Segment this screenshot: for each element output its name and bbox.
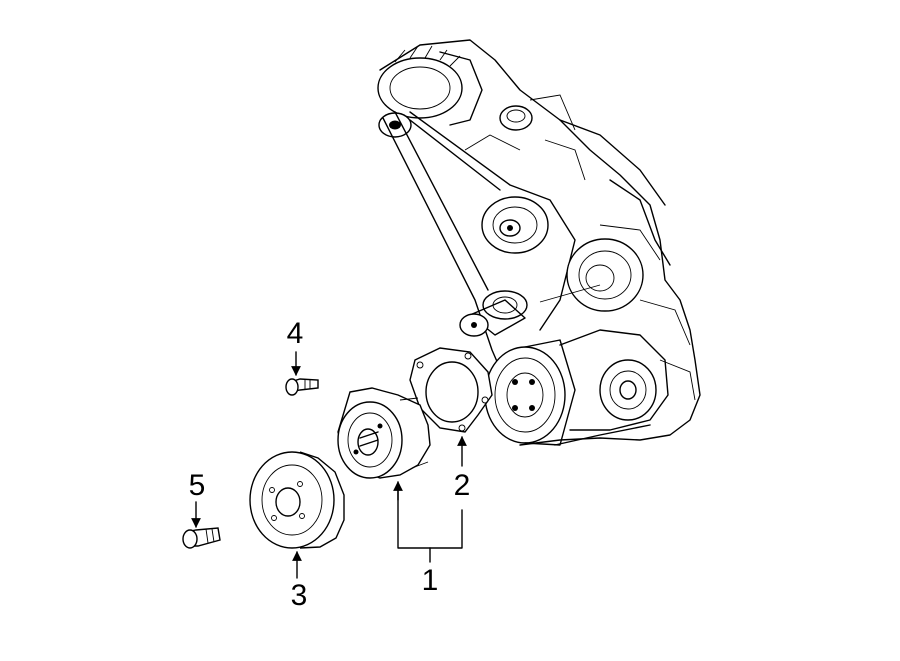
- engine-assembly: [377, 39, 701, 446]
- leader-lines: [191, 351, 467, 579]
- water-pump-gasket: [409, 347, 493, 433]
- callout-2: 2: [454, 469, 471, 502]
- pulley-bolt: [182, 527, 221, 549]
- water-pump-pulley: [249, 451, 345, 549]
- callout-3: 3: [291, 579, 308, 612]
- pump-bolt: [285, 378, 319, 396]
- callout-labels: 1 2 3 4 5: [189, 317, 471, 612]
- callout-5: 5: [189, 469, 206, 502]
- callout-4: 4: [287, 317, 304, 350]
- callout-1: 1: [422, 564, 439, 597]
- water-pump: [337, 387, 431, 479]
- callout-1-bracket: [397, 484, 463, 549]
